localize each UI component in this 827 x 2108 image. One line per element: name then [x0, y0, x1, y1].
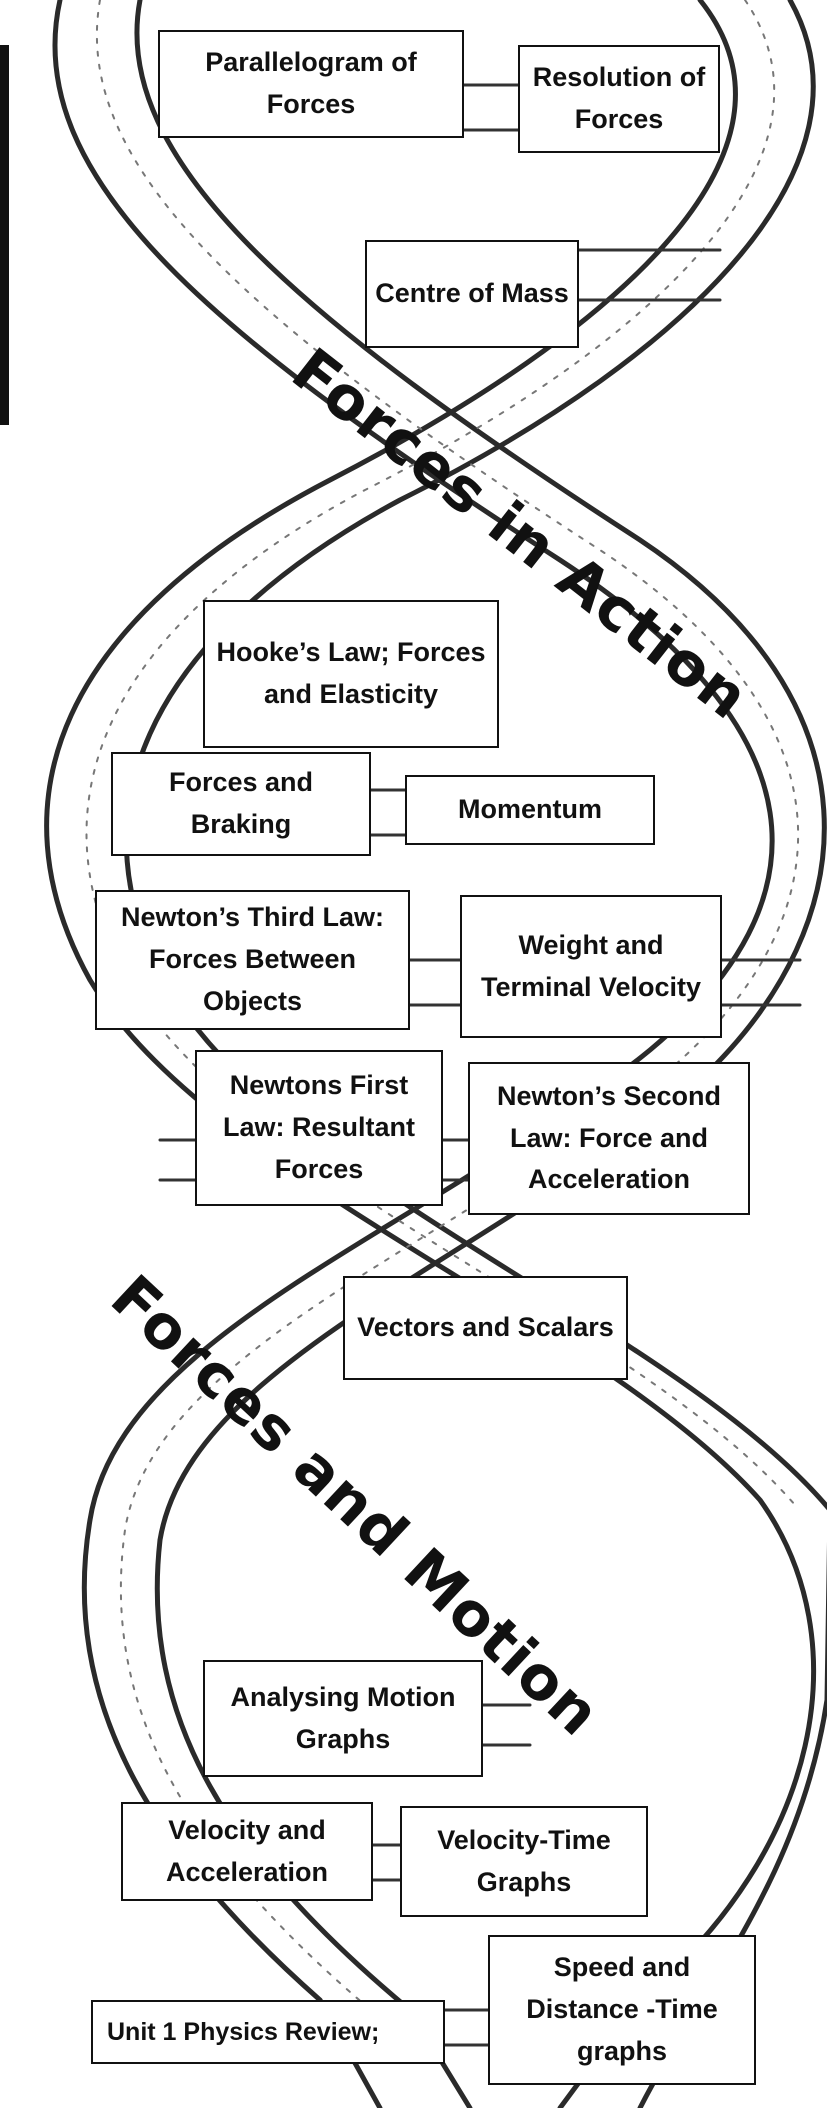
- topic-newtons-second-law[interactable]: Newton’s Second Law: Force and Accelerat…: [468, 1062, 750, 1215]
- topic-newtons-third-law[interactable]: Newton’s Third Law: Forces Between Objec…: [95, 890, 410, 1030]
- topic-velocity-and-acceleration[interactable]: Velocity and Acceleration: [121, 1802, 373, 1901]
- topic-hookes-law[interactable]: Hooke’s Law; Forces and Elasticity: [203, 600, 499, 748]
- topic-resolution-of-forces[interactable]: Resolution of Forces: [518, 45, 720, 153]
- topic-vectors-and-scalars[interactable]: Vectors and Scalars: [343, 1276, 628, 1380]
- left-edge-bar: [0, 45, 9, 425]
- topic-forces-and-braking[interactable]: Forces and Braking: [111, 752, 371, 856]
- topic-unit1-physics-review[interactable]: Unit 1 Physics Review;: [91, 2000, 445, 2064]
- topic-weight-and-terminal-velocity[interactable]: Weight and Terminal Velocity: [460, 895, 722, 1038]
- topic-speed-and-distance-time-graphs[interactable]: Speed and Distance -Time graphs: [488, 1935, 756, 2085]
- topic-centre-of-mass[interactable]: Centre of Mass: [365, 240, 579, 348]
- topic-newtons-first-law[interactable]: Newtons First Law: Resultant Forces: [195, 1050, 443, 1206]
- topic-velocity-time-graphs[interactable]: Velocity-Time Graphs: [400, 1806, 648, 1917]
- topic-parallelogram-of-forces[interactable]: Parallelogram of Forces: [158, 30, 464, 138]
- topic-analysing-motion-graphs[interactable]: Analysing Motion Graphs: [203, 1660, 483, 1777]
- topic-momentum[interactable]: Momentum: [405, 775, 655, 845]
